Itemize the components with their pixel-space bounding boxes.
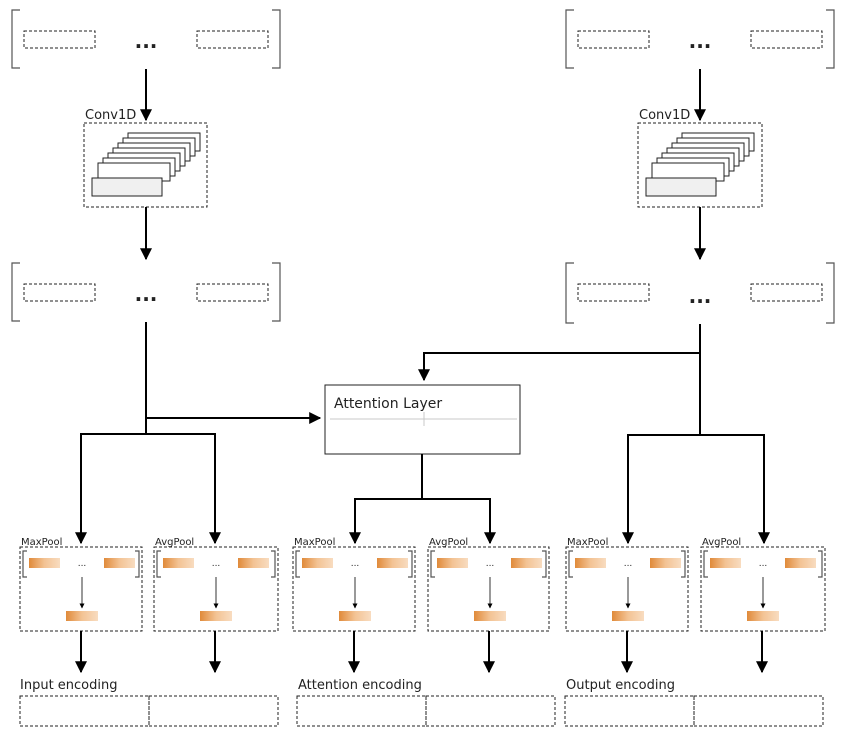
pool-avgpool-output: AvgPool ... [700,537,826,632]
attention-encoding-label: Attention encoding [298,678,422,693]
left-conv1d-block: Conv1D [83,108,208,208]
avgpool-label: AvgPool [702,537,741,548]
right-conv1d-label: Conv1D [639,108,690,123]
pool-dots: ... [78,559,87,569]
output-encoding: Output encoding [564,678,824,727]
left-feature-ellipsis: ... [135,282,158,306]
pool-dots: ... [624,559,633,569]
right-feature-ellipsis: ... [689,284,712,308]
maxpool-label: MaxPool [21,537,62,548]
pool-maxpool-input: MaxPool ... [19,537,143,632]
right-feature-vector: ... [565,262,835,324]
maxpool-label: MaxPool [567,537,608,548]
pool-dots: ... [212,559,221,569]
pool-avgpool-input: AvgPool ... [153,537,279,632]
input-encoding: Input encoding [19,678,279,727]
output-encoding-label: Output encoding [566,678,675,693]
left-conv-stack [91,132,201,197]
avgpool-label: AvgPool [429,537,468,548]
right-conv-stack [645,132,755,197]
left-connectors [75,322,322,545]
left-conv1d-label: Conv1D [85,108,136,123]
right-input-vector: ... [565,9,835,69]
attention-layer: Attention Layer [324,384,521,455]
pool-dots: ... [759,559,768,569]
avgpool-label: AvgPool [155,537,194,548]
attention-connectors [349,454,496,545]
input-encoding-label: Input encoding [20,678,118,693]
attention-encoding: Attention encoding [296,678,556,727]
maxpool-label: MaxPool [294,537,335,548]
pool-maxpool-attention: MaxPool ... [292,537,416,632]
pool-avgpool-attention: AvgPool ... [427,537,550,632]
right-conv1d-block: Conv1D [637,108,763,208]
pool-dots: ... [351,559,360,569]
right-connectors [418,324,770,545]
left-feature-vector: ... [11,262,281,322]
attention-layer-label: Attention Layer [334,396,442,412]
pool-dots: ... [486,559,495,569]
pool-maxpool-output: MaxPool ... [565,537,689,632]
left-input-ellipsis: ... [135,29,158,53]
right-input-ellipsis: ... [689,29,712,53]
left-input-vector: ... [11,9,281,69]
